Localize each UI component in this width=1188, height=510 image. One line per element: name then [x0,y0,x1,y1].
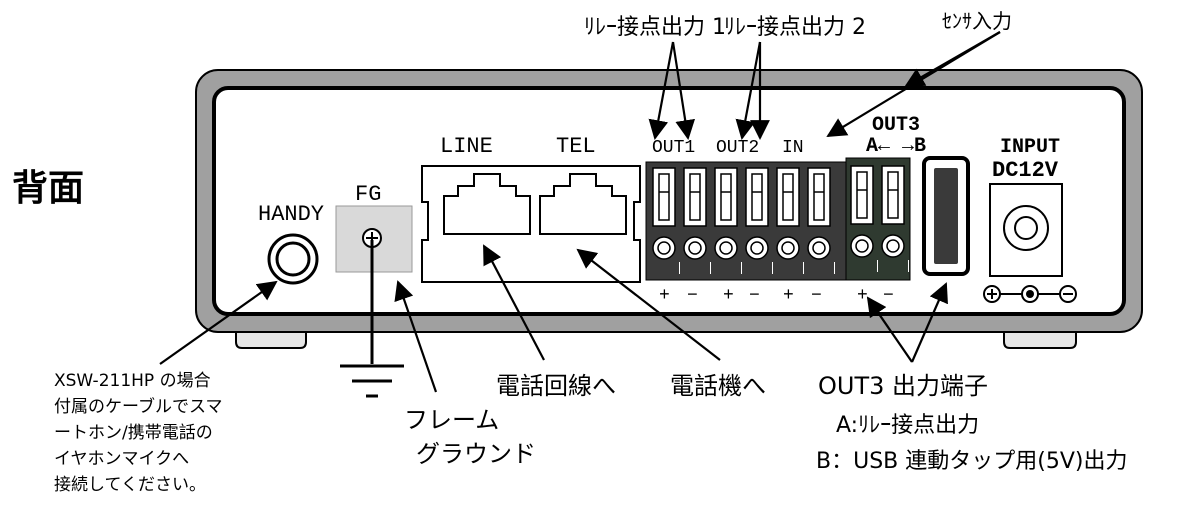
line-label: LINE [440,134,493,159]
line-jack [443,173,531,235]
in-label: IN [782,138,804,158]
tel-label: TEL [556,134,596,159]
usb-port-out3-b [922,156,970,276]
side-label: 背面 [12,168,84,209]
handy-note-line-2: 付属のケーブルでスマ [54,396,222,417]
callout-frame-ground-2: グラウンド [416,440,536,468]
terminal-polarity-marks: + − + − + − + − [659,286,894,306]
callout-out3-b: B：USB 連動タップ用(5V)出力 [816,449,1127,474]
terminal-pole-2 [683,167,711,274]
terminal-pole-5 [776,167,804,274]
handy-note-line-3: ートホン/携帯電話の [54,423,213,443]
out1-label: OUT1 [652,138,695,158]
tel-jack [539,173,627,235]
out3-terminal-pole-2 [881,165,909,272]
callout-relay2: ﾘﾚｰ接点出力 2 [724,15,866,40]
out3-minus: − [883,286,894,306]
out2-minus: − [749,286,760,306]
callout-frame-ground-1: フレーム [404,406,499,434]
dc-jack [989,183,1063,277]
handy-label: HANDY [258,202,324,227]
handy-note-line-4: イヤホンマイクへ [54,449,189,469]
callout-to-line: 電話回線へ [496,372,616,400]
dc12v-label: DC12V [992,158,1059,183]
in-minus: − [811,286,822,306]
fg-label: FG [355,182,381,207]
callout-out3-title: OUT3 出力端子 [818,372,988,400]
in-plus: + [783,286,794,306]
input-label: INPUT [1000,136,1060,159]
polarity-icon [983,285,1077,303]
terminal-pole-4 [745,167,773,274]
case-feet [235,330,1077,349]
callout-out3-a: A:ﾘﾚｰ接点出力 [836,413,979,438]
out3-ab-label: A← →B [866,135,926,158]
out3-plus: + [857,286,868,306]
ground-symbol [340,240,404,398]
handy-note-line-1: XSW-211HP の場合 [54,371,211,391]
out2-plus: + [723,286,734,306]
out1-plus: + [659,286,670,306]
callout-arrows [159,31,1001,393]
out3-terminal-pole-1 [850,165,878,272]
out2-label: OUT2 [716,138,759,158]
callout-sensor: ｾﾝｻ入力 [942,9,1012,33]
terminal-block-out1-out2-in [645,161,847,281]
out1-minus: − [687,286,698,306]
handy-note-line-5: 接続してください。 [54,475,206,495]
callout-to-tel: 電話機へ [670,372,766,400]
terminal-pole-3 [714,167,742,274]
terminal-pole-6 [807,167,835,274]
terminal-pole-1 [652,167,680,274]
terminal-block-out3-a [845,157,911,281]
callout-handy-note: XSW-211HP の場合 付属のケーブルでスマ ートホン/携帯電話の イヤホン… [54,371,222,495]
callout-relay1: ﾘﾚｰ接点出力 1 [584,15,726,40]
handy-jack [267,233,319,285]
out3-label: OUT3 [872,114,920,137]
